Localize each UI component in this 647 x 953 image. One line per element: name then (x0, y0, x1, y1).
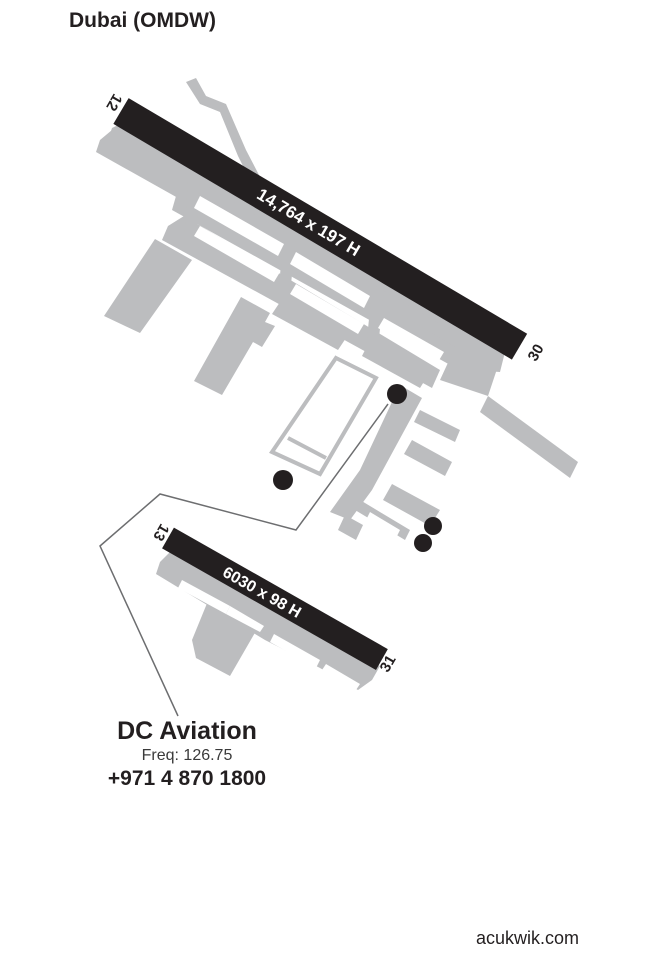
parking-markers (273, 384, 442, 552)
runway-end-13: 13 (149, 521, 172, 544)
runway-end-30: 30 (525, 341, 548, 364)
terminal-outlines (269, 355, 379, 477)
marker-dot (414, 534, 432, 552)
marker-dot (273, 470, 293, 490)
marker-dot (387, 384, 407, 404)
source-footer: acukwik.com (476, 928, 580, 948)
fbo-phone: +971 4 870 1800 (107, 767, 267, 790)
taxiway-network (96, 78, 578, 690)
fbo-name: DC Aviation (117, 717, 257, 745)
fbo-frequency: Freq: 126.75 (141, 747, 233, 764)
taxiway-cutouts (178, 196, 444, 690)
page-title: Dubai (OMDW) (69, 9, 216, 32)
fbo-leader-line (99, 403, 389, 717)
fbo-info: DC Aviation Freq: 126.75 +971 4 870 1800 (80, 716, 294, 792)
marker-dot (424, 517, 442, 535)
runway-end-12: 12 (102, 91, 125, 114)
runway-end-31: 31 (377, 652, 400, 675)
